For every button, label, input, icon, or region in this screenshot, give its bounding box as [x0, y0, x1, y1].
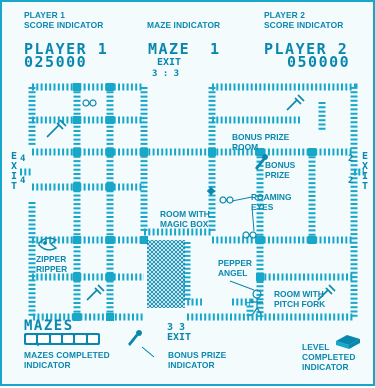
pitchfork-icon	[287, 95, 304, 110]
right-exit-label: E X I T	[359, 152, 371, 192]
magic-box-icon	[207, 187, 215, 195]
crosshatch-zone	[147, 240, 185, 308]
right-exit-numbers: 2 2	[348, 154, 353, 186]
left-exit-label: E X I T	[8, 152, 20, 192]
left-exit-numbers: 4 4	[20, 154, 25, 186]
roaming-eyes-icon	[220, 197, 233, 203]
maze-box	[51, 335, 61, 343]
mazes-completed-boxes	[24, 333, 100, 345]
maze-box	[75, 335, 85, 343]
mazes-label: MAZES	[24, 319, 74, 334]
bottom-exit-label: EXIT	[167, 333, 191, 343]
pitchfork-icon	[87, 285, 104, 300]
maze-box	[63, 335, 73, 343]
bonus-prize-icon	[128, 330, 142, 346]
maze-box	[38, 335, 48, 343]
maze-box	[88, 335, 98, 343]
maze-box	[26, 335, 36, 343]
roaming-eyes-icon	[83, 100, 96, 106]
roaming-eyes-icon	[243, 232, 256, 238]
